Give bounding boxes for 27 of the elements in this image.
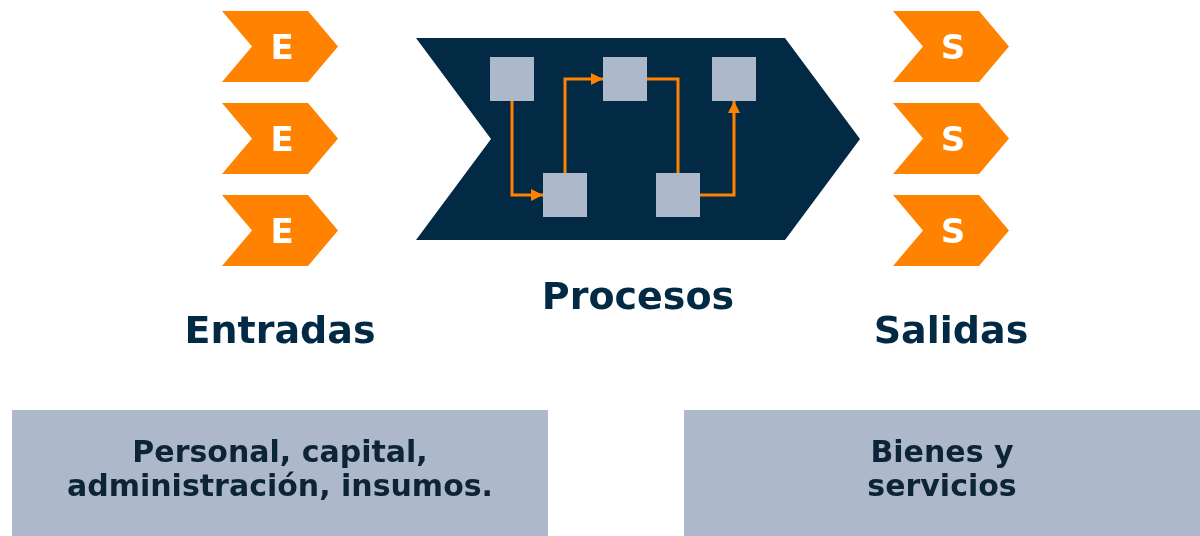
panel-text: Personal, capital, administración, insumos. bbox=[66, 434, 494, 504]
chevron-letter: S bbox=[939, 209, 967, 253]
chevron-shape bbox=[222, 195, 338, 266]
chevron-letter: E bbox=[269, 209, 295, 253]
chevron-shape bbox=[893, 103, 1009, 174]
chevron-shape bbox=[893, 195, 1009, 266]
chevron-letter: S bbox=[939, 25, 967, 69]
section-heading: Entradas bbox=[184, 308, 376, 352]
flow-arrow bbox=[510, 101, 543, 201]
section-heading: Salidas bbox=[873, 308, 1029, 352]
process-step-box bbox=[490, 57, 534, 101]
process-step-box bbox=[656, 173, 700, 217]
description-panel bbox=[684, 410, 1200, 536]
process-heading: Procesos bbox=[541, 274, 735, 318]
chevron-letter: S bbox=[939, 117, 967, 161]
chevron-letter: E bbox=[269, 25, 295, 69]
description-panel bbox=[12, 410, 548, 536]
chevron-shape bbox=[222, 11, 338, 82]
flow-arrow bbox=[563, 73, 603, 173]
chevron-shape bbox=[222, 103, 338, 174]
process-step-box bbox=[712, 57, 756, 101]
chevron-letter: E bbox=[269, 117, 295, 161]
process-step-box bbox=[603, 57, 647, 101]
panel-text: Bienes y servicios bbox=[866, 434, 1018, 504]
process-step-box bbox=[543, 173, 587, 217]
chevron-shape bbox=[893, 11, 1009, 82]
flow-arrow bbox=[700, 101, 740, 197]
